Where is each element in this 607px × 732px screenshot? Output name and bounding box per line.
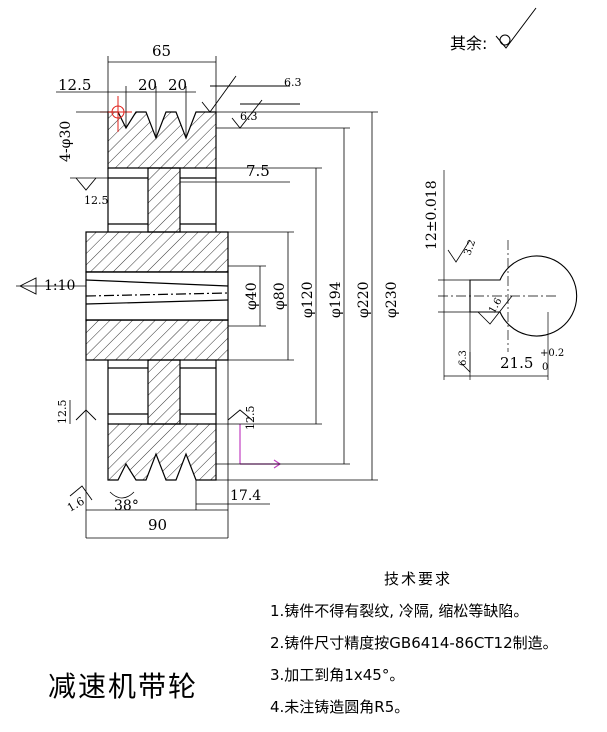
tech-requirement-3: 3.加工到角1x45°。: [270, 666, 405, 684]
roughness-symbols: [19, 75, 300, 501]
lower-web: [147, 359, 181, 425]
dim-groove-angle: 38°: [114, 498, 139, 514]
dim-holes: 4-φ30: [58, 121, 74, 162]
keyway-depth-upper: +0.2: [540, 348, 564, 359]
roughness-top-1: 6.3: [284, 76, 302, 89]
roughness-mid: 12.5: [244, 406, 257, 431]
dim-bottom-width: 17.4: [230, 488, 261, 504]
roughness-top-2: 6.3: [240, 110, 258, 123]
tech-requirements-heading: 技术要求: [384, 570, 453, 588]
dim-d40: φ40: [244, 282, 260, 310]
shaft-section: [469, 255, 578, 337]
tech-requirement-2: 2.铸件尺寸精度按GB6414-86CT12制造。: [270, 634, 558, 652]
dim-groove-pitch-2: 20: [168, 76, 187, 94]
dim-groove-pitch-1: 20: [138, 76, 157, 94]
dim-d220: φ220: [356, 281, 372, 318]
lower-rim: [107, 423, 217, 481]
tech-requirement-1: 1.铸件不得有裂纹, 冷隔, 缩松等缺陷。: [270, 602, 529, 620]
dim-overall-width-top: 65: [152, 42, 171, 60]
rest-roughness-note: 其余:: [450, 34, 488, 53]
keyway-depth-lower: 0: [542, 362, 548, 373]
pulley-section: [85, 111, 229, 481]
dim-edge-offset: 12.5: [58, 76, 91, 94]
rest-roughness-symbol: [495, 7, 537, 49]
hub-top: [85, 231, 229, 273]
keyway-width: 12±0.018: [424, 180, 440, 250]
hub-bottom: [85, 319, 229, 361]
roughness-left: 12.5: [84, 194, 109, 207]
keyway-depth: 21.5: [500, 354, 533, 372]
keyway-roughness-2: 1.6: [487, 296, 504, 315]
drawing-title: 减速机带轮: [48, 670, 199, 703]
keyway-roughness-3: 6.3: [458, 350, 469, 366]
roughness-groove: 1.6: [65, 495, 87, 515]
tech-requirement-4: 4.未注铸造圆角R5。: [270, 698, 410, 716]
roughness-lower: 12.5: [56, 400, 69, 425]
dim-web-width: 7.5: [246, 162, 270, 180]
keyway-roughness-1: 3.2: [462, 238, 478, 257]
dim-taper: 1:10: [44, 278, 75, 294]
upper-web: [147, 167, 181, 233]
dim-d230: φ230: [384, 281, 400, 318]
keyway-detail: [438, 170, 578, 380]
dim-d194: φ194: [328, 281, 344, 318]
dim-d80: φ80: [272, 282, 288, 310]
dimension-lines: [16, 56, 378, 539]
upper-rim: [107, 111, 217, 169]
dim-overall-width-bottom: 90: [148, 516, 167, 534]
dim-d120: φ120: [300, 281, 316, 318]
